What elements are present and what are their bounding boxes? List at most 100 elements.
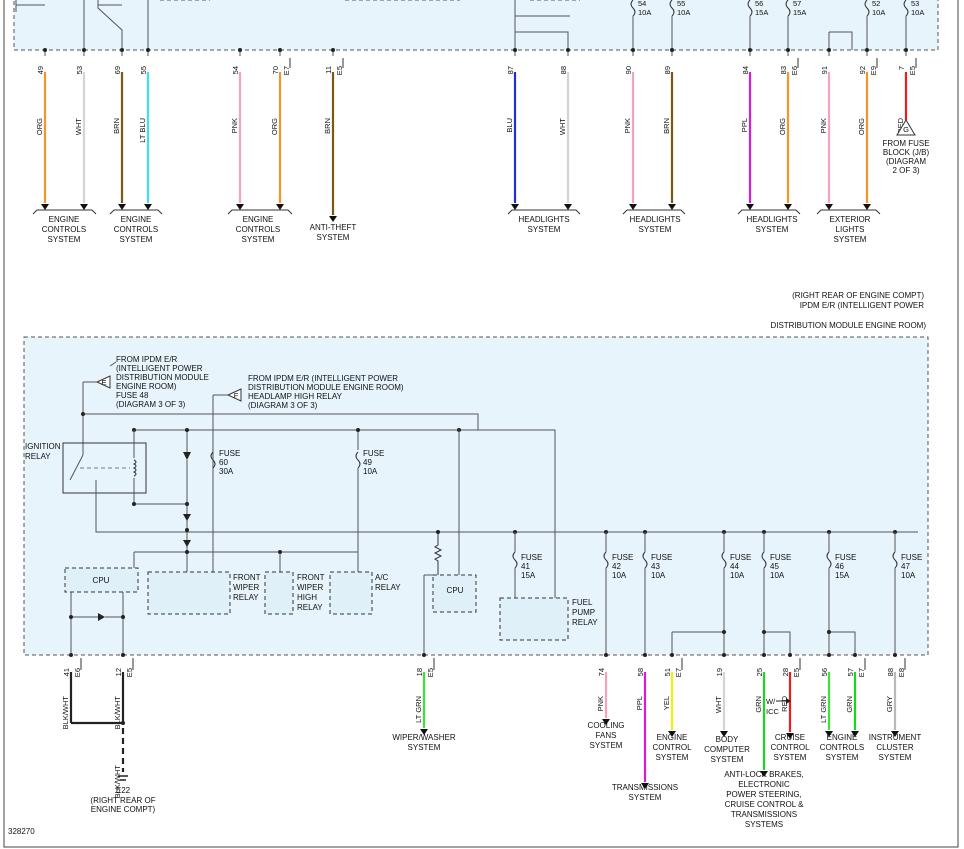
system-label-line: SYSTEM [242,235,275,244]
junction-dot [853,653,857,657]
system-label-line: EXTERIOR [830,215,871,224]
system-label-line: CONTROLS [236,225,280,234]
system-label-line: TRANSMISSIONS [731,810,797,819]
arrow-head [602,719,610,725]
fuse-amperage: 10A [901,571,916,580]
junction-dot [762,630,766,634]
wire-color-code: WHT [558,118,567,135]
junction-dot [185,502,189,506]
system-label-line: COOLING [588,721,625,730]
fuse-symbol [669,0,675,17]
ac-relay-box [329,571,373,615]
connector-id: E7 [282,66,291,75]
pin-number: 12 [114,668,123,676]
ipdm-headlamp-note-line: FROM IPDM E/R (INTELLIGENT POWER [248,374,398,383]
system-label-line: CRUISE [775,733,805,742]
junction-dot [604,653,608,657]
system-label-line: ENGINE [827,733,858,742]
ipdm-fuse48-note-line: DISTRIBUTION MODULE [116,373,209,382]
system-label-line: SYSTEM [528,225,561,234]
system-label-line: SYSTEM [120,235,153,244]
fuse-label: FUSE [835,553,856,562]
flag-f-marker [226,388,242,402]
fuse-number: 52 [872,0,880,8]
arrow-head [641,783,649,789]
fuse-symbol [210,451,216,469]
pin-number: 41 [62,668,71,676]
pin-number: 83 [779,66,788,74]
wire-color-code: GRN [845,696,854,713]
ipdm-fuse48-note-line: (INTELLIGENT POWER [116,364,203,373]
system-label-line: ENGINE [49,215,80,224]
system-label-line: ANTI-LOCK BRAKES, [724,770,804,779]
junction-dot [631,48,635,52]
pin-number: 54 [231,66,240,74]
system-label-line: HEADLIGHTS [629,215,680,224]
system-label-line: CLUSTER [876,743,914,752]
junction-dot [146,48,150,52]
flag-g-marker [896,119,916,136]
pin-number: 87 [506,66,515,74]
wire-color-code: PNK [596,696,605,711]
system-bracket [507,209,581,215]
fuel-pump-relay-box [499,597,569,641]
fuse-number: 44 [730,562,739,571]
wire-color-code: PNK [230,118,239,133]
upper-module-box [13,0,939,51]
fuel-pump-relay-label: RELAY [572,618,598,627]
junction-dot [670,48,674,52]
fuse-label: FUSE [521,553,542,562]
wire-color-code: GRN [754,696,763,713]
arrow-head [825,731,833,737]
fuse-block-note-line: FROM FUSE [882,139,929,148]
pin-number: 55 [139,66,148,74]
connector-id: E9 [869,66,878,75]
fuse-symbol [355,451,361,469]
junction-dot [69,653,73,657]
system-label-line: TRANSMISSIONS [612,783,678,792]
fuse-amperage: 10A [651,571,666,580]
system-label-line: HEADLIGHTS [746,215,797,224]
junction-dot [670,653,674,657]
front-wiper-relay-label: WIPER [233,583,259,592]
system-label-line: CONTROLS [114,225,158,234]
pin-number: 69 [113,66,122,74]
junction-dot [762,653,766,657]
system-label-line: FANS [596,731,617,740]
pin-number: 84 [741,66,750,74]
system-label-line: POWER STEERING, [726,790,802,799]
fuse-number: 55 [677,0,685,8]
junction-dot [81,412,85,416]
junction-dot [827,653,831,657]
junction-dot [43,48,47,52]
junction-dot [827,48,831,52]
fuse-amperage: 15A [755,8,768,17]
connector-id: E8 [897,668,906,677]
wire-color-code: BRN [662,118,671,134]
system-bracket [32,209,97,215]
connector-id: E5 [908,66,917,75]
wire-color-code: ORG [270,118,279,135]
system-bracket [109,209,163,215]
system-label-line: ENGINE [121,215,152,224]
internal-wire [134,429,556,598]
system-label-line: SYSTEM [48,235,81,244]
flag-g-letter: G [903,125,909,134]
relay-switch [69,454,84,481]
system-label-line: SYSTEM [834,235,867,244]
fuse-amperage: 10A [677,8,690,17]
flag-e-marker [95,375,111,389]
arrow-head [668,204,676,210]
arrow-head [668,731,676,737]
wire-color-code: PPL [635,696,644,710]
diode-symbol [183,452,191,460]
wire-color-code: ORG [35,118,44,135]
fuse-symbol [642,551,648,569]
arrow-head [891,731,899,737]
arrow-head [276,204,284,210]
internal-wire [515,31,569,50]
arrow-head [511,204,519,210]
pin-number: 19 [715,668,724,676]
junction-dot [132,502,136,506]
fuse-block-note-line: BLOCK (J/B) [883,148,930,157]
